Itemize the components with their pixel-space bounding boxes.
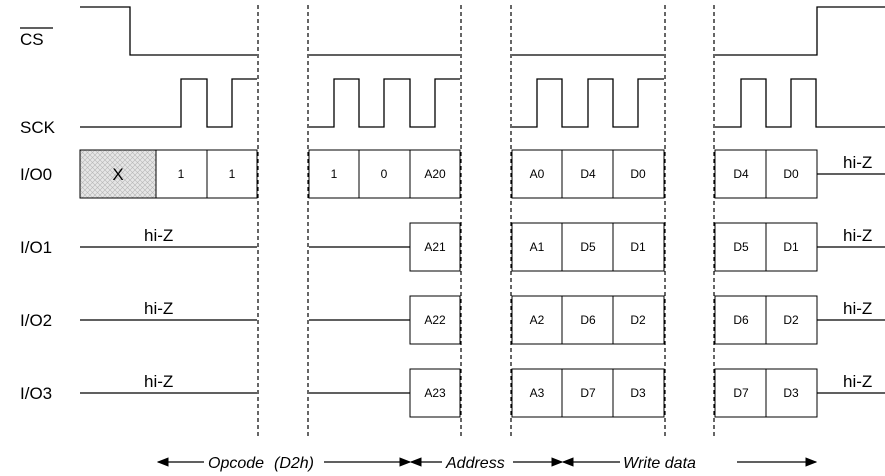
io0-cell-text: 0 bbox=[381, 167, 388, 181]
io0-cell bbox=[612, 149, 665, 199]
io3-cell-text: A3 bbox=[530, 386, 545, 400]
io1-cell bbox=[409, 222, 461, 272]
io3-cell bbox=[409, 368, 461, 418]
io3-cell-text: A23 bbox=[424, 386, 446, 400]
io1-cell bbox=[561, 222, 614, 272]
cs-label: CS bbox=[20, 30, 44, 49]
io0-hiz-label-end: hi-Z bbox=[843, 153, 872, 172]
io0-dont-care-text: X bbox=[112, 165, 123, 184]
opcode-phase-label: Opcode bbox=[208, 455, 264, 472]
sck-waveform-seg3 bbox=[512, 78, 664, 128]
io0-cell-text: 1 bbox=[229, 167, 236, 181]
io0-cell bbox=[409, 149, 461, 199]
io3-cell bbox=[612, 368, 665, 418]
io1-hiz-label: hi-Z bbox=[144, 226, 173, 245]
write-data-phase-label: Write data bbox=[623, 455, 696, 472]
io0-cell bbox=[358, 149, 411, 199]
io1-cell-text: D1 bbox=[783, 240, 799, 254]
io0-cell-text: D4 bbox=[733, 167, 749, 181]
io3-cell bbox=[561, 368, 614, 418]
cs-waveform-end bbox=[715, 6, 885, 56]
io2-label: I/O2 bbox=[20, 311, 52, 330]
io3-cell-text: D3 bbox=[783, 386, 799, 400]
io1-cell bbox=[511, 222, 563, 272]
io0-cell bbox=[206, 149, 258, 199]
io1-label: I/O1 bbox=[20, 238, 52, 257]
io3-cell-text: D7 bbox=[580, 386, 596, 400]
io1-cell bbox=[612, 222, 665, 272]
io2-cell bbox=[511, 295, 563, 345]
io0-label: I/O0 bbox=[20, 165, 52, 184]
io2-cell-text: A2 bbox=[530, 313, 545, 327]
io1-cell-text: A21 bbox=[424, 240, 446, 254]
io0-cell bbox=[155, 149, 208, 199]
io3-hiz-label-end: hi-Z bbox=[843, 372, 872, 391]
io3-cell-text: D3 bbox=[630, 386, 646, 400]
io2-cell-text: D6 bbox=[733, 313, 749, 327]
io0-cell-text: D0 bbox=[630, 167, 646, 181]
io0-cell-text: 1 bbox=[331, 167, 338, 181]
io2-hiz-label: hi-Z bbox=[144, 299, 173, 318]
io2-cell-text: D2 bbox=[630, 313, 646, 327]
io2-cell bbox=[765, 295, 818, 345]
io1-cell bbox=[765, 222, 818, 272]
io0-cell-text: 1 bbox=[178, 167, 185, 181]
sck-waveform-seg4 bbox=[715, 78, 885, 128]
io2-hiz-label-end: hi-Z bbox=[843, 299, 872, 318]
opcode-hex-label: (D2h) bbox=[274, 455, 314, 472]
io3-cell-text: D7 bbox=[733, 386, 749, 400]
sck-waveform-seg2 bbox=[309, 78, 460, 128]
io2-cell-text: D2 bbox=[783, 313, 799, 327]
io1-cell-text: A1 bbox=[530, 240, 545, 254]
cs-waveform-start bbox=[80, 6, 257, 56]
io2-cell bbox=[409, 295, 461, 345]
io0-cell bbox=[561, 149, 614, 199]
io0-cell-text: A0 bbox=[530, 167, 545, 181]
io1-cell-text: D5 bbox=[580, 240, 596, 254]
address-phase-label: Address bbox=[445, 455, 505, 472]
io0-cell-text: A20 bbox=[424, 167, 446, 181]
io0-cell bbox=[308, 149, 360, 199]
io0-dont-care-cell bbox=[79, 149, 157, 199]
io0-cell-text: D4 bbox=[580, 167, 596, 181]
io2-cell bbox=[612, 295, 665, 345]
io3-cell bbox=[765, 368, 818, 418]
io3-label: I/O3 bbox=[20, 384, 52, 403]
io1-hiz-label-end: hi-Z bbox=[843, 226, 872, 245]
io1-cell-text: D1 bbox=[630, 240, 646, 254]
sck-waveform-seg1 bbox=[80, 78, 257, 128]
io0-cell bbox=[714, 149, 767, 199]
sck-label: SCK bbox=[20, 118, 56, 137]
io0-cell bbox=[765, 149, 818, 199]
io0-cell-text: D0 bbox=[783, 167, 799, 181]
io2-cell-text: A22 bbox=[424, 313, 446, 327]
io3-hiz-label: hi-Z bbox=[144, 372, 173, 391]
io1-cell-text: D5 bbox=[733, 240, 749, 254]
io2-cell bbox=[714, 295, 767, 345]
io2-cell-text: D6 bbox=[580, 313, 596, 327]
